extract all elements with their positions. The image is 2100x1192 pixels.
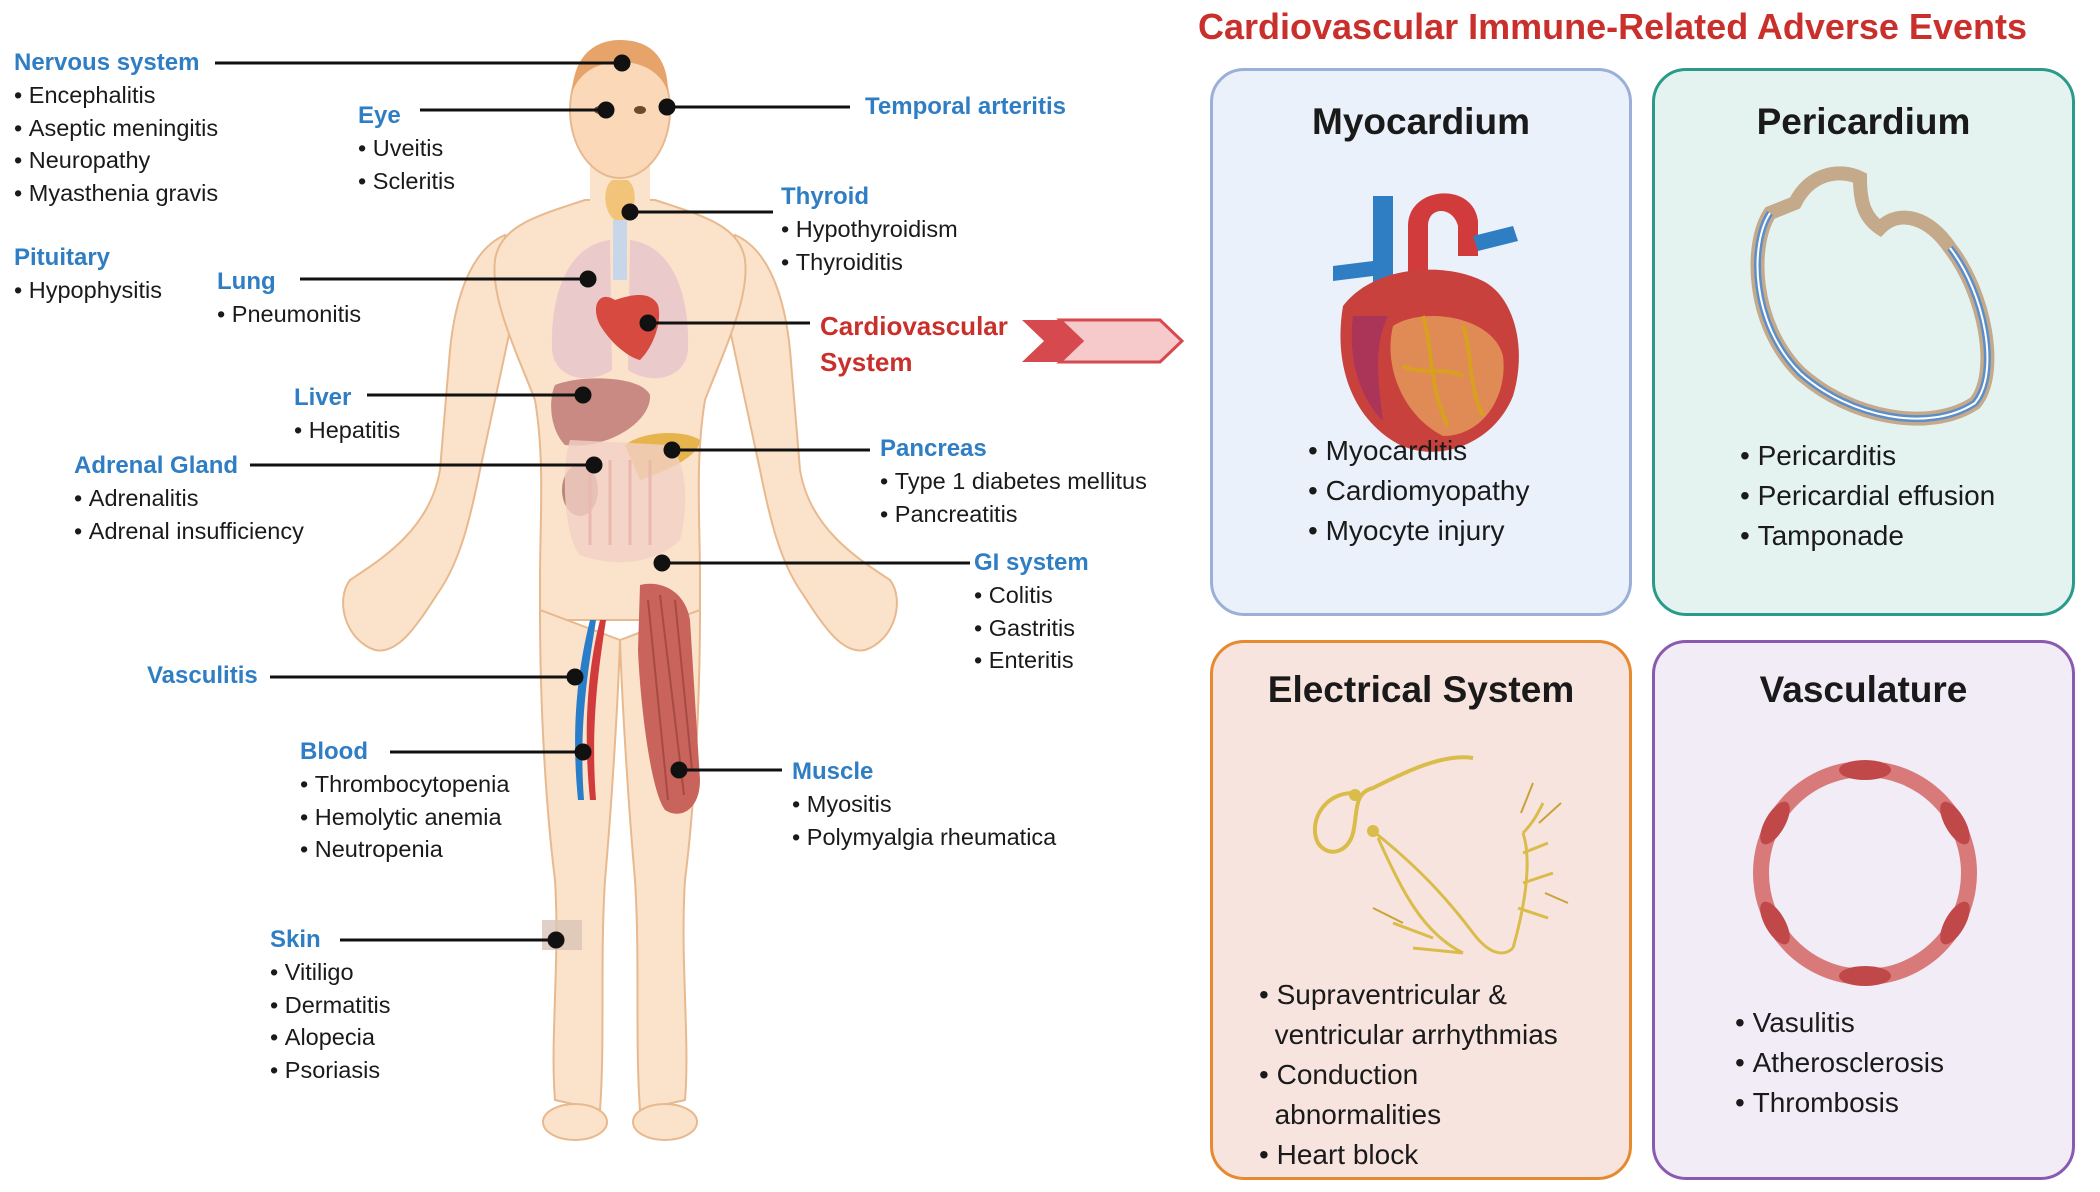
cardiovascular-system-label: Cardiovascular System xyxy=(820,308,1040,380)
organ-label-vasculitis: Vasculitis xyxy=(147,662,258,689)
list-item: Aseptic meningitis xyxy=(14,112,218,145)
leader-lines xyxy=(215,54,970,949)
organ-list-eye: Uveitis Scleritis xyxy=(358,132,455,197)
organ-label-blood: Blood xyxy=(300,738,368,765)
list-item: Hemolytic anemia xyxy=(300,801,509,834)
organ-label-liver: Liver xyxy=(294,384,352,411)
organ-list-gi-system: Colitis Gastritis Enteritis xyxy=(974,579,1075,677)
panel-vasculature: Vasculature Vasulitis Atherosclerosis Th… xyxy=(1652,640,2075,1180)
panel-title-vasculature: Vasculature xyxy=(1759,669,1968,710)
panel-title-electrical-system: Electrical System xyxy=(1267,669,1575,710)
panel-list-vasculature: Vasulitis Atherosclerosis Thrombosis xyxy=(1735,1003,1944,1123)
intestines xyxy=(564,440,686,563)
left-lung xyxy=(551,240,612,379)
list-item: Myasthenia gravis xyxy=(14,177,218,210)
organ-label-thyroid: Thyroid xyxy=(781,183,869,210)
organ-label-gi-system: GI system xyxy=(974,549,1089,576)
organ-list-pancreas: Type 1 diabetes mellitus Pancreatitis xyxy=(880,465,1147,530)
list-item: Pericardial effusion xyxy=(1740,476,1996,516)
organ-list-adrenal-gland: Adrenalitis Adrenal insufficiency xyxy=(74,482,304,547)
organ-label-lung: Lung xyxy=(217,268,276,295)
list-item: Psoriasis xyxy=(270,1054,391,1087)
list-item: Type 1 diabetes mellitus xyxy=(880,465,1147,498)
list-item: Thyroiditis xyxy=(781,246,958,279)
list-item: Atherosclerosis xyxy=(1735,1043,1944,1083)
list-item: Neutropenia xyxy=(300,833,509,866)
organ-list-pituitary: Hypophysitis xyxy=(14,274,162,307)
main-title: Cardiovascular Immune-Related Adverse Ev… xyxy=(1198,6,2027,47)
list-item: Myocyte injury xyxy=(1308,511,1529,551)
list-item: Gastritis xyxy=(974,612,1075,645)
panel-list-electrical-system: Supraventricular & ventricular arrhythmi… xyxy=(1259,975,1558,1175)
list-item: Myositis xyxy=(792,788,1056,821)
organ-list-thyroid: Hypothyroidism Thyroiditis xyxy=(781,213,958,278)
list-item: Hypophysitis xyxy=(14,274,162,307)
organ-label-pituitary: Pituitary xyxy=(14,244,111,271)
organ-label-pancreas: Pancreas xyxy=(880,435,987,462)
panel-electrical-system: Electrical System Supraventricular & ven… xyxy=(1210,640,1632,1180)
cardiovascular-arrow xyxy=(1022,318,1185,364)
panel-list-pericardium: Pericarditis Pericardial effusion Tampon… xyxy=(1740,436,1996,556)
list-item: Tamponade xyxy=(1740,516,1995,556)
organ-list-skin: Vitiligo Dermatitis Alopecia Psoriasis xyxy=(270,956,391,1086)
organ-list-muscle: Myositis Polymyalgia rheumatica xyxy=(792,788,1056,853)
panel-myocardium: Myocardium Myocarditis Cardiomyopathy My… xyxy=(1210,68,1632,616)
list-item: Pneumonitis xyxy=(217,298,361,331)
list-item-continuation: ventricular arrhythmias xyxy=(1274,1019,1558,1050)
organ-label-adrenal-gland: Adrenal Gland xyxy=(74,452,239,479)
cardiovascular-label-line: System xyxy=(820,347,913,377)
list-item: Conduction xyxy=(1259,1055,1558,1095)
list-item: Myocarditis xyxy=(1308,431,1529,471)
list-item: Heart block xyxy=(1259,1135,1558,1175)
artery xyxy=(586,620,606,800)
internal-organs xyxy=(542,180,700,950)
panel-title-myocardium: Myocardium xyxy=(1312,101,1530,142)
list-item: Alopecia xyxy=(270,1021,391,1054)
thigh-muscle xyxy=(638,583,700,814)
list-item: Adrenal insufficiency xyxy=(74,515,304,548)
list-item: Vasulitis xyxy=(1735,1003,1944,1043)
organ-label-skin: Skin xyxy=(270,926,321,953)
organ-label-eye: Eye xyxy=(358,102,401,129)
list-item: Neuropathy xyxy=(14,144,218,177)
organ-list-nervous-system: Encephalitis Aseptic meningitis Neuropat… xyxy=(14,79,218,209)
heart-organ xyxy=(595,295,660,360)
list-item: Pericarditis xyxy=(1740,436,1995,476)
list-item: Scleritis xyxy=(358,165,455,198)
organ-label-nervous-system: Nervous system xyxy=(14,49,200,76)
list-item: Encephalitis xyxy=(14,79,218,112)
list-item: Enteritis xyxy=(974,644,1075,677)
list-item: Thrombocytopenia xyxy=(300,768,510,801)
conduction-system-illustration xyxy=(1312,755,1569,955)
organ-label-muscle: Muscle xyxy=(792,758,874,785)
organ-list-liver: Hepatitis xyxy=(294,414,400,447)
list-item: Hypothyroidism xyxy=(781,213,958,246)
pericardium-illustration xyxy=(1750,166,1995,426)
list-item-continuation: abnormalities xyxy=(1274,1099,1442,1130)
list-item: Adrenalitis xyxy=(74,482,304,515)
blood-vessel-cross-section xyxy=(1753,760,1977,986)
list-item: Colitis xyxy=(974,579,1075,612)
list-item: Dermatitis xyxy=(270,989,391,1022)
list-item: Supraventricular & xyxy=(1259,975,1558,1015)
list-item: Thrombosis xyxy=(1735,1083,1944,1123)
organ-label-temporal-arteritis: Temporal arteritis xyxy=(865,93,1066,120)
cardiovascular-label-line: Cardiovascular xyxy=(820,311,1008,341)
trachea xyxy=(613,220,627,280)
list-item: Polymyalgia rheumatica xyxy=(792,821,1056,854)
list-item: Vitiligo xyxy=(270,956,391,989)
list-item: Uveitis xyxy=(358,132,455,165)
organ-list-blood: Thrombocytopenia Hemolytic anemia Neutro… xyxy=(300,768,510,866)
organ-list-lung: Pneumonitis xyxy=(217,298,361,331)
panel-list-myocardium: Myocarditis Cardiomyopathy Myocyte injur… xyxy=(1308,431,1530,551)
heart-illustration xyxy=(1333,193,1519,452)
list-item: Hepatitis xyxy=(294,414,400,447)
list-item: Pancreatitis xyxy=(880,498,1147,531)
list-item: Cardiomyopathy xyxy=(1308,471,1530,511)
panel-title-pericardium: Pericardium xyxy=(1756,101,1971,142)
panel-pericardium: Pericardium Pericarditis Pericardial eff… xyxy=(1652,68,2075,616)
